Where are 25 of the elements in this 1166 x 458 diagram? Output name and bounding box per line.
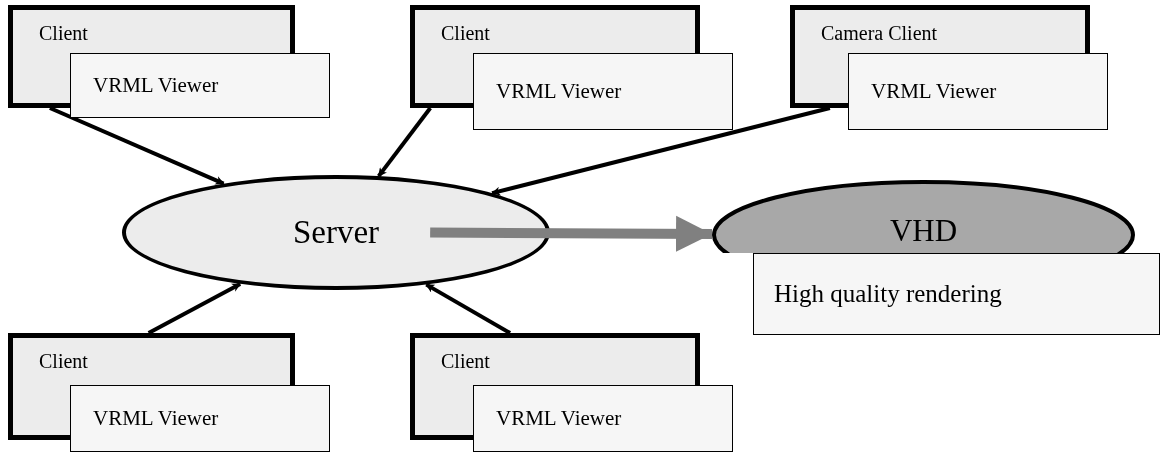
- node-label: VRML Viewer: [871, 79, 997, 104]
- node-label: Camera Client: [821, 22, 938, 44]
- viewer-box: [473, 385, 733, 452]
- node-label: VHD: [889, 213, 958, 248]
- node-label: VRML Viewer: [93, 73, 219, 98]
- viewer-box: [473, 53, 733, 130]
- node-label: Client: [39, 22, 88, 44]
- node-label: VRML Viewer: [93, 406, 219, 431]
- node-label: Client: [441, 350, 490, 372]
- node-label: Client: [441, 22, 490, 44]
- viewer-box: [848, 53, 1108, 130]
- node-label: VRML Viewer: [496, 406, 622, 431]
- arrow: [491, 106, 831, 196]
- node-label: Server: [292, 214, 380, 251]
- viewer-box: [70, 385, 330, 452]
- arrow: [49, 106, 225, 186]
- arrow: [425, 282, 512, 335]
- rendering-box: [753, 253, 1160, 335]
- node-label: VRML Viewer: [496, 79, 622, 104]
- node-label: High quality rendering: [774, 280, 1002, 308]
- arrow: [377, 106, 432, 178]
- viewer-box: [70, 53, 330, 118]
- arrow: [147, 282, 242, 335]
- arrow: [430, 215, 713, 252]
- node-label: Client: [39, 350, 88, 372]
